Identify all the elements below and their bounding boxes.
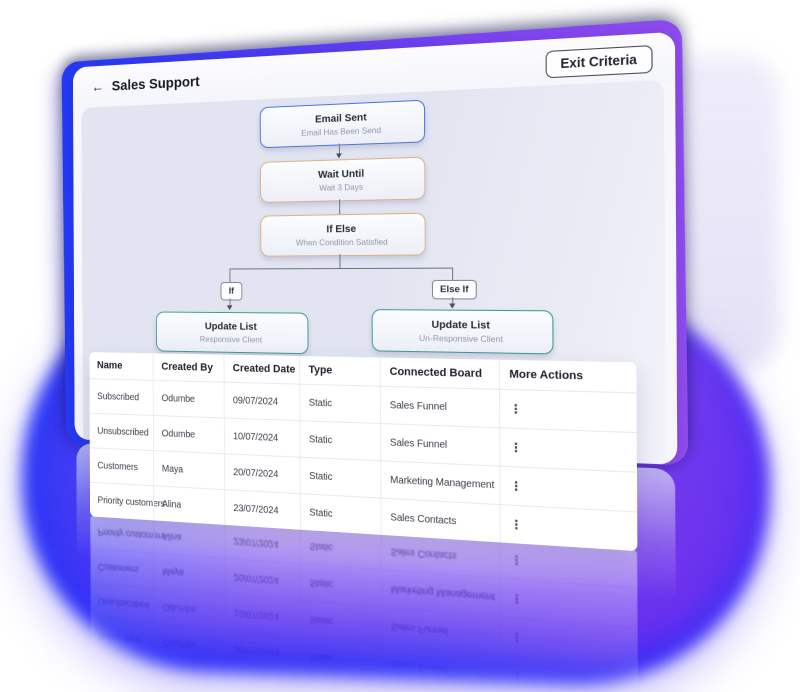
column-header: Name [96,359,123,372]
flow-node-title: Update List [204,320,257,333]
table-cell: Static [299,421,381,461]
table-cell: Customers [97,460,138,473]
column-header: Created Date [223,354,300,384]
table-cell: Unsubscribed [97,425,149,439]
arrow-down-icon [226,305,233,311]
more-actions-button[interactable]: ⋮ [499,428,637,472]
table-cell: 09/07/2024 [223,382,300,421]
table-cell: Alina [153,518,225,558]
back-icon[interactable]: ← [91,78,105,96]
table-cell: Customers [97,561,139,575]
flow-node-subtitle: Un-Responsive Client [419,332,503,345]
table-cell: Priority customers [97,494,165,510]
table-cell: Sales Funnel [380,423,500,466]
column-header: More Actions [498,359,637,393]
flow-node-update-list-responsive[interactable]: Update List Responsive Client [155,311,309,355]
connector-line [339,199,341,215]
branch-tag-else-if[interactable]: Else If [431,279,477,300]
table-cell: Static [300,600,382,644]
table-cell: 20/07/2024 [224,558,301,600]
table-cell: Static [300,564,381,607]
flow-node-wait-until[interactable]: Wait Until Wait 3 Days [259,156,426,203]
flow-node-if-else[interactable]: If Else When Condition Satisfied [260,212,426,257]
table-cell: 23/07/2024 [224,490,300,530]
table-cell: Sales Funnel [379,386,500,428]
arrow-down-icon [336,153,342,159]
column-header: Connected Board [379,357,499,389]
flow-node-update-list-unresponsive[interactable]: Update List Un-Responsive Client [371,309,554,355]
more-actions-button[interactable]: ⋮ [499,466,638,512]
table-cell: 10/07/2024 [224,594,301,637]
table-cell: Odumbe [152,380,224,418]
table-cell: Odumbe [153,623,226,666]
column-header: Created By [152,353,224,382]
flow-node-title: Wait Until [317,167,365,181]
table-cell: Sales Contacts [380,498,500,543]
flow-node-title: Update List [431,318,490,332]
table-cell: Marketing Management [380,461,500,504]
table-cell: Alina [153,486,225,525]
table-cell: Priority customers [97,526,166,542]
table-cell: Subscribed [98,630,141,645]
exit-criteria-button[interactable]: Exit Criteria [545,44,653,79]
arrow-down-icon [449,303,456,309]
column-header: Name [98,660,124,675]
table-cell: Subscribed [97,391,139,403]
table-cell: Static [299,457,381,498]
more-actions-button[interactable]: ⋮ [498,389,637,433]
table-cell: Unsubscribed [98,595,150,611]
connector-line [339,254,341,269]
tilted-stage: ← Sales Support Exit Criteria Email Sent… [61,18,689,692]
table-cell: 10/07/2024 [223,418,300,457]
flow-node-title: Email Sent [315,111,367,126]
flow-node-subtitle: Wait 3 Days [319,181,364,193]
branch-tag-if[interactable]: If [220,282,243,301]
flow-node-title: If Else [326,222,357,236]
table-cell: Odumbe [153,588,225,630]
table-cell: 20/07/2024 [224,454,300,494]
connector-line [229,268,231,284]
table-cell: Maya [153,451,225,490]
flow-node-subtitle: When Condition Satisfied [295,236,388,248]
table-cell: Odumbe [152,415,225,454]
table-cell: Static [299,494,381,535]
table-cell: Static [299,384,381,423]
flow-node-subtitle: Email Has Been Send [301,124,382,138]
table-cell: Maya [153,553,225,594]
flow-node-subtitle: Responsive Client [199,333,263,345]
flow-node-email-sent[interactable]: Email Sent Email Has Been Send [259,99,426,149]
column-header: Type [299,356,380,386]
